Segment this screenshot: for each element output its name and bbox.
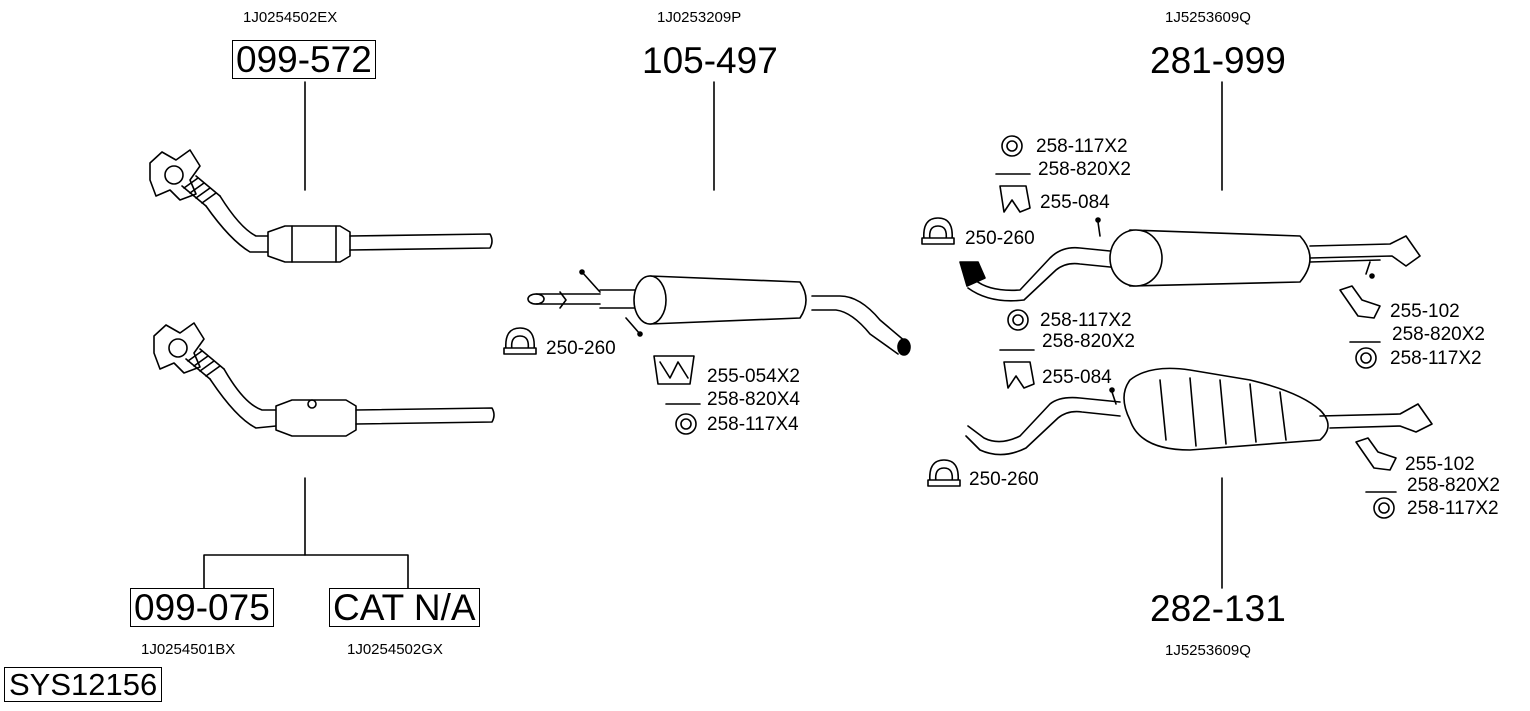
bracket-icon <box>1339 285 1381 319</box>
fitting-label: 255-084 <box>1040 192 1110 213</box>
washer-icon <box>1007 309 1029 331</box>
tree-branch <box>203 554 409 589</box>
washer-icon <box>675 413 697 435</box>
oem-number-rear-a: 1J5253609Q <box>1165 9 1251 26</box>
oem-number-middle: 1J0253209P <box>657 9 742 26</box>
fitting-label: 250-260 <box>969 469 1039 490</box>
fitting-label: 258-117X4 <box>707 414 799 435</box>
rear-silencer-a-drawing <box>959 217 1421 302</box>
oem-number-catalyst-top: 1J0254502EX <box>243 9 338 26</box>
part-number-282-131[interactable]: 282-131 <box>1150 588 1286 629</box>
rear-silencer-b-drawing <box>965 367 1433 456</box>
hanger-bracket-icon <box>1003 361 1035 389</box>
part-number-cat-na[interactable]: CAT N/A <box>329 588 480 627</box>
clamp-icon <box>927 459 961 487</box>
fitting-label: 255-054X2 <box>707 366 800 387</box>
clamp-icon <box>921 217 955 245</box>
washer-icon <box>1355 347 1377 369</box>
fitting-label: 255-102 <box>1405 454 1475 475</box>
fitting-label: 258-117X2 <box>1036 136 1128 157</box>
oem-number-catalyst-right: 1J0254502GX <box>347 641 443 658</box>
fitting-label: 258-820X2 <box>1038 159 1131 180</box>
rubber-hanger-icon <box>653 355 695 385</box>
system-code: SYS12156 <box>4 667 163 702</box>
fitting-label: 250-260 <box>546 338 616 359</box>
fitting-label: 255-102 <box>1390 301 1460 322</box>
fitting-label: 258-820X4 <box>707 389 800 410</box>
catalytic-converter-lower-drawing <box>153 322 495 437</box>
catalytic-converter-upper-drawing <box>149 149 493 263</box>
bracket-icon <box>1355 437 1397 471</box>
middle-silencer-drawing <box>527 269 911 356</box>
oem-number-catalyst-left: 1J0254501BX <box>141 641 236 658</box>
clamp-icon <box>503 327 537 355</box>
fitting-label: 258-820X2 <box>1407 475 1500 496</box>
fitting-label: 255-084 <box>1042 367 1112 388</box>
part-number-281-999[interactable]: 281-999 <box>1150 40 1286 81</box>
part-number-099-075[interactable]: 099-075 <box>130 588 274 627</box>
washer-icon <box>1373 497 1395 519</box>
fitting-label: 258-117X2 <box>1040 310 1132 331</box>
oem-number-rear-b: 1J5253609Q <box>1165 642 1251 659</box>
washer-icon <box>1001 135 1023 157</box>
fitting-label: 258-820X2 <box>1042 331 1135 352</box>
fitting-label: 250-260 <box>965 228 1035 249</box>
hanger-bracket-icon <box>999 185 1031 213</box>
part-number-105-497[interactable]: 105-497 <box>642 40 778 81</box>
fitting-label: 258-820X2 <box>1392 324 1485 345</box>
fitting-label: 258-117X2 <box>1407 498 1499 519</box>
part-number-099-572[interactable]: 099-572 <box>232 40 376 79</box>
fitting-label: 258-117X2 <box>1390 348 1482 369</box>
